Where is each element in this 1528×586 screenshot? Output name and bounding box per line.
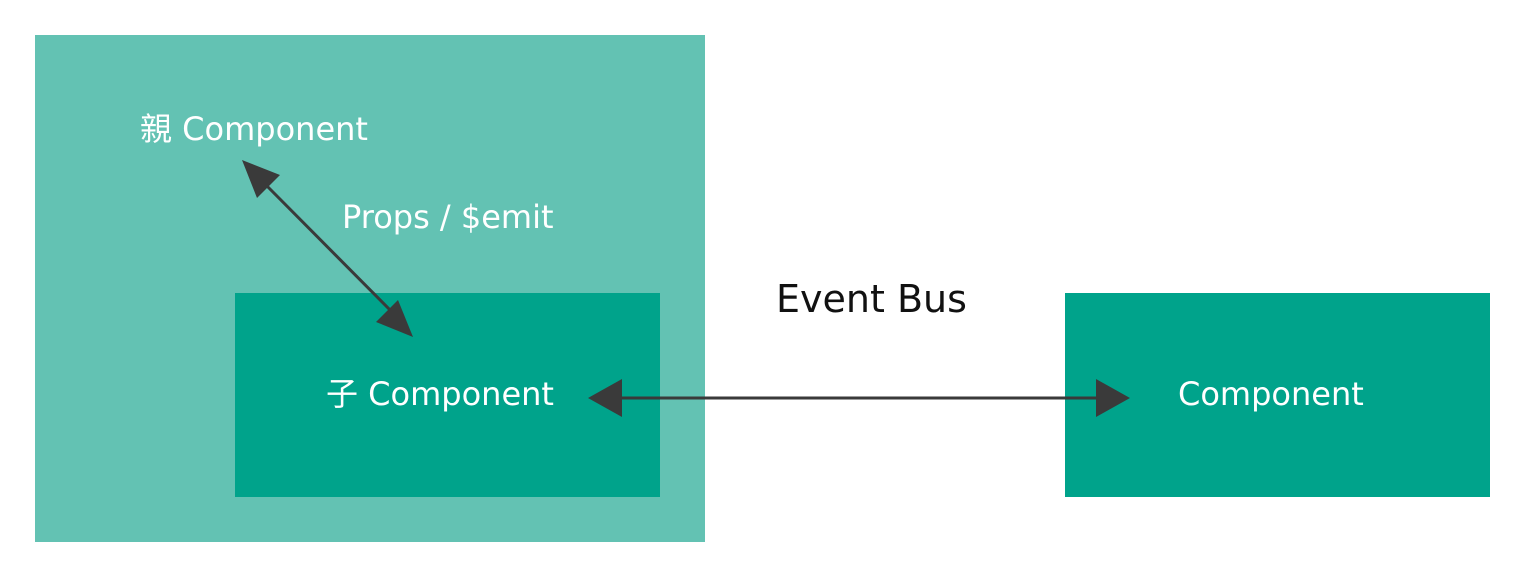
sibling-component-label: Component: [1178, 375, 1364, 413]
child-component-label: 子 Component: [326, 375, 554, 413]
props-emit-label: Props / $emit: [342, 198, 554, 236]
parent-component-label: 親 Component: [140, 110, 368, 148]
sibling-component-box: [1065, 293, 1490, 497]
event-bus-label: Event Bus: [776, 277, 967, 321]
